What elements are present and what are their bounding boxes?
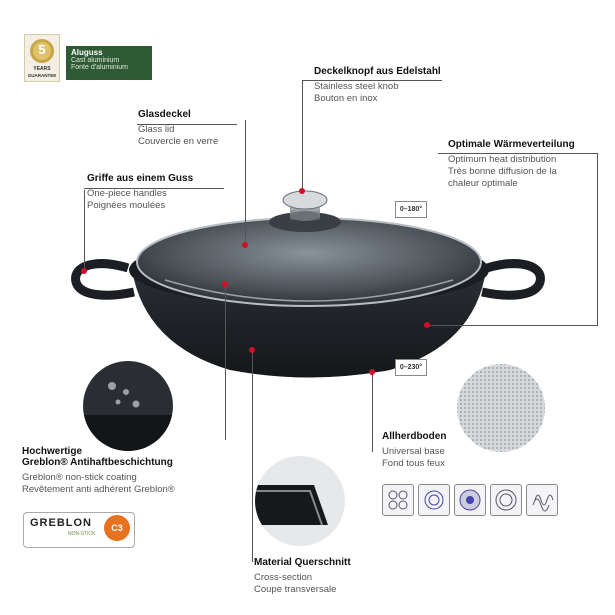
heat-en: Optimum heat distribution [448,154,557,165]
heat-fr-1: Très bonne diffusion de la [448,166,557,177]
handles-fr: Poignées moulées [87,200,166,211]
material-en: Cast aluminium [71,57,120,64]
guarantee-badge: 5 YEARS GUARANTEE [24,34,60,82]
greblon-grade-badge: C3 [104,515,130,541]
base-detail-image [457,364,545,452]
gas-hob-icon [382,484,414,516]
handles-title: Griffe aus einem Guss [87,173,194,184]
handles-label: Griffe aus einem Guss One-piece handles … [87,173,193,212]
coating-title-1: Hochwertige [22,446,83,457]
coating-label: Hochwertige Greblon® Antihaftbeschichtun… [22,446,175,496]
marker-heat [424,322,430,328]
base-en: Universal base [382,446,445,457]
induction-hob-icon [526,484,558,516]
knob-en: Stainless steel knob [314,81,399,92]
section-en: Cross-section [254,572,313,583]
knob-label: Deckelknopf aus Edelstahl Stainless stee… [314,66,441,105]
section-label: Material Querschnitt Cross-section Coupe… [254,557,351,596]
knob-fr: Bouton en inox [314,93,378,104]
marker-section [249,347,255,353]
lid-fr: Couvercle en verre [138,136,219,147]
heat-title: Optimale Wärmeverteilung [448,139,575,150]
cross-section-detail-image [255,456,345,546]
greblon-brand: GREBLON [30,517,92,529]
guarantee-years-text: YEARS [33,66,51,72]
marker-lid [242,242,248,248]
material-fr: Fonte d'aluminium [71,64,128,71]
base-title: Allherdboden [382,431,447,442]
lid-en: Glass lid [138,124,175,135]
material-title: Aluguss [71,48,103,57]
heat-fr-2: chaleur optimale [448,178,518,189]
lid-temperature: 0–180° [395,201,427,218]
ceramic-hob-icon [454,484,486,516]
lid-label: Glasdeckel Glass lid Couvercle en verre [138,109,218,148]
heat-label: Optimale Wärmeverteilung Optimum heat di… [448,139,575,190]
pan-temperature: 0–230° [395,359,427,376]
lid-title: Glasdeckel [138,109,191,120]
marker-base [369,369,375,375]
coating-detail-image [83,361,173,451]
coating-fr: Revêtement anti adhérent Greblon® [22,484,175,495]
base-fr: Fond tous feux [382,458,445,469]
marker-knob [299,188,305,194]
coating-en: Greblon® non-stick coating [22,472,137,483]
marker-handle [81,268,87,274]
base-label: Allherdboden Universal base Fond tous fe… [382,431,446,470]
greblon-grade: C3 [111,523,123,533]
marker-coating [222,281,228,287]
electric-hob-icon [418,484,450,516]
greblon-tagline: NON-STICK [68,531,96,537]
handles-en: One-piece handles [87,188,167,199]
coating-title-2: Greblon® Antihaftbeschichtung [22,457,173,468]
guarantee-seal-icon [30,39,54,63]
guarantee-years-number: 5 [38,42,46,57]
knob-title: Deckelknopf aus Edelstahl [314,66,441,77]
section-title: Material Querschnitt [254,557,351,568]
section-fr: Coupe transversale [254,584,337,595]
guarantee-text: GUARANTEE [27,73,57,78]
greblon-logo: GREBLON NON-STICK C3 [23,512,135,548]
material-badge: Aluguss Cast aluminium Fonte d'aluminium [66,46,152,80]
halogen-hob-icon [490,484,522,516]
